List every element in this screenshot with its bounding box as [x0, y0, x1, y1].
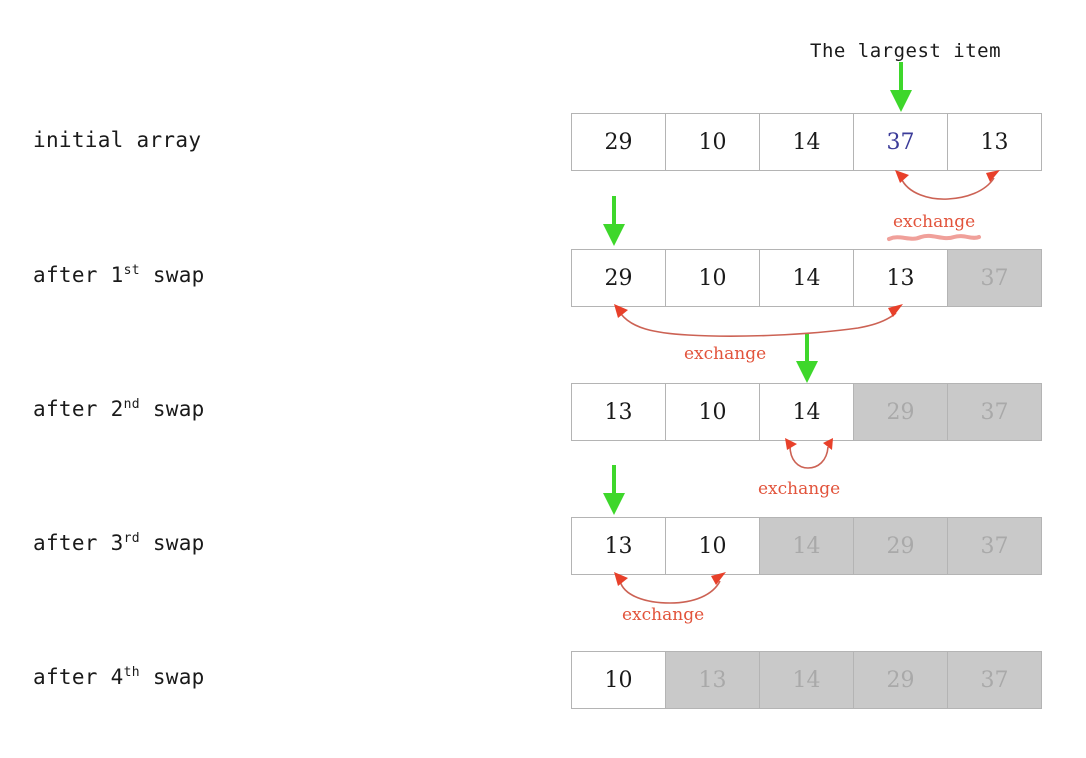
array-row-swap1: 29 10 14 13 37: [571, 249, 1042, 307]
array-cell: 10: [571, 651, 666, 709]
exchange-connector-icon: [780, 436, 840, 476]
array-cell-sorted: 37: [947, 651, 1042, 709]
array-cell-sorted: 37: [947, 249, 1042, 307]
row-label-swap1-suffix: swap: [139, 263, 205, 287]
array-cell: 13: [947, 113, 1042, 171]
row-label-swap3-num: 3: [110, 531, 124, 555]
row-label-swap1-num: 1: [110, 263, 124, 287]
row-label-swap1-prefix: after: [33, 263, 111, 287]
array-cell-sorted: 37: [947, 517, 1042, 575]
array-row-swap4: 10 13 14 29 37: [571, 651, 1042, 709]
array-cell: 29: [571, 249, 666, 307]
array-cell-sorted: 37: [947, 383, 1042, 441]
exchange-label: exchange: [893, 212, 976, 232]
array-cell: 13: [853, 249, 948, 307]
row-label-swap4-num: 4: [110, 665, 124, 689]
down-arrow-icon: [601, 196, 627, 248]
row-label-swap3-prefix: after: [33, 531, 111, 555]
row-label-swap2-prefix: after: [33, 397, 111, 421]
array-row-swap2: 13 10 14 29 37: [571, 383, 1042, 441]
array-cell: 29: [571, 113, 666, 171]
array-cell-sorted: 29: [853, 383, 948, 441]
array-cell-sorted: 14: [759, 651, 854, 709]
row-label-initial-text: initial array: [33, 128, 202, 152]
exchange-label: exchange: [758, 479, 841, 499]
row-label-initial: initial array: [33, 128, 201, 152]
row-label-swap4: after 4th swap: [33, 665, 205, 689]
exchange-label: exchange: [684, 344, 767, 364]
array-cell: 10: [665, 383, 760, 441]
exchange-label: exchange: [622, 605, 705, 625]
down-arrow-icon: [888, 62, 914, 114]
row-label-swap1-sup: st: [123, 263, 140, 278]
down-arrow-icon: [794, 333, 820, 385]
array-cell: 14: [759, 383, 854, 441]
array-cell-sorted: 29: [853, 517, 948, 575]
exchange-connector-icon: [608, 302, 908, 344]
largest-item-label: The largest item: [810, 40, 1002, 62]
array-cell-sorted: 13: [665, 651, 760, 709]
down-arrow-icon: [601, 465, 627, 517]
array-cell-sorted: 29: [853, 651, 948, 709]
row-label-swap3: after 3rd swap: [33, 531, 205, 555]
exchange-connector-icon: [890, 168, 1010, 208]
array-row-swap3: 13 10 14 29 37: [571, 517, 1042, 575]
row-label-swap2-num: 2: [110, 397, 124, 421]
row-label-swap4-suffix: swap: [139, 665, 205, 689]
row-label-swap4-sup: th: [123, 665, 140, 680]
array-cell-sorted: 14: [759, 517, 854, 575]
array-cell: 10: [665, 113, 760, 171]
row-label-swap4-prefix: after: [33, 665, 111, 689]
squiggle-underline-icon: [886, 232, 982, 244]
row-label-swap2-suffix: swap: [139, 397, 205, 421]
array-cell: 14: [759, 113, 854, 171]
array-cell: 13: [571, 517, 666, 575]
row-label-swap2: after 2nd swap: [33, 397, 205, 421]
array-cell-highlighted: 37: [853, 113, 948, 171]
array-cell: 13: [571, 383, 666, 441]
row-label-swap2-sup: nd: [123, 397, 140, 412]
array-row-initial: 29 10 14 37 13: [571, 113, 1042, 171]
array-cell: 10: [665, 249, 760, 307]
row-label-swap3-sup: rd: [123, 531, 140, 546]
array-cell: 14: [759, 249, 854, 307]
exchange-connector-icon: [608, 570, 736, 610]
array-cell: 10: [665, 517, 760, 575]
row-label-swap1: after 1st swap: [33, 263, 205, 287]
row-label-swap3-suffix: swap: [139, 531, 205, 555]
